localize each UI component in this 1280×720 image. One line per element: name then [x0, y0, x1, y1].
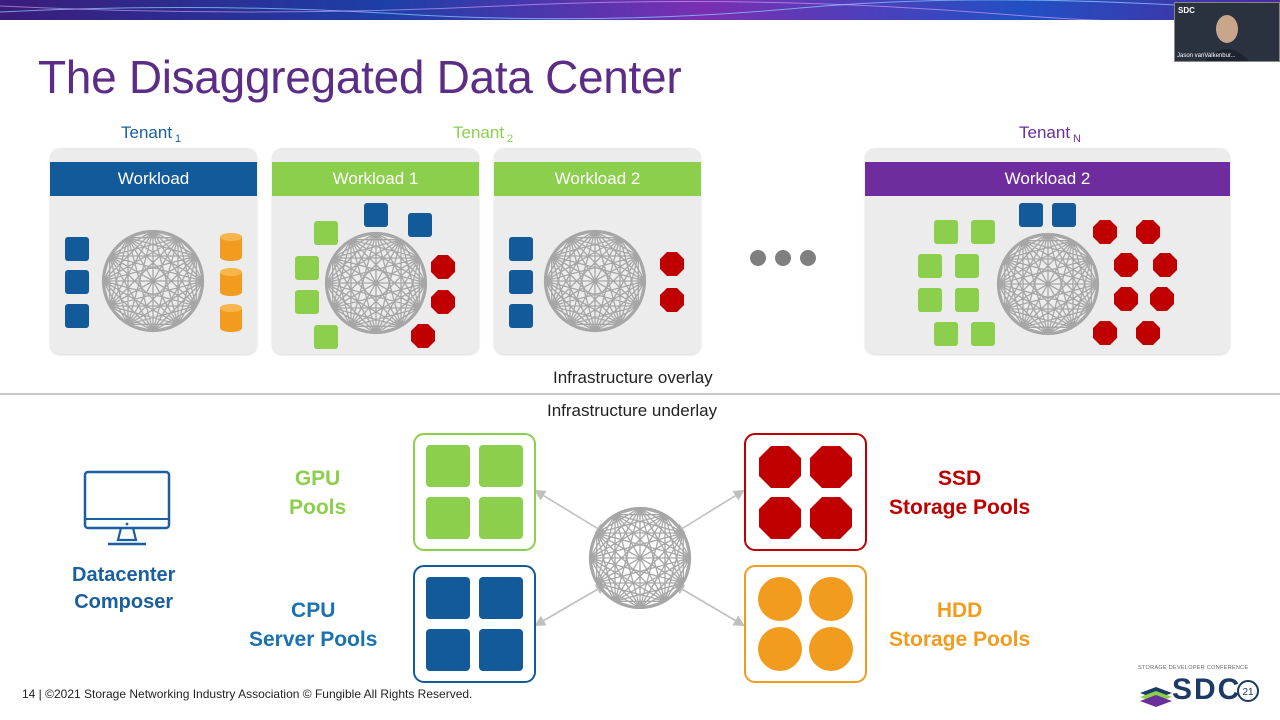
cpu-block-icon — [65, 270, 89, 294]
webcam-name: Jason vanValkenbur... — [1177, 53, 1236, 59]
gpu-block-icon — [918, 288, 942, 312]
network-mesh-icon — [543, 229, 647, 333]
workload-graphic — [295, 203, 455, 349]
workload-graphic — [65, 229, 242, 333]
top-banner — [0, 0, 1280, 20]
workload-card-tenant-n: Workload 2 — [865, 148, 1230, 354]
link-arrow — [534, 583, 607, 627]
ssd-pool-box — [744, 433, 867, 551]
presenter-webcam: SDC Jason vanValkenbur... — [1174, 2, 1280, 62]
svg-text:21: 21 — [1242, 687, 1254, 698]
webcam-sdc-logo: SDC — [1178, 6, 1195, 15]
ssd-octagon-icon — [1114, 287, 1138, 311]
ssd-octagon-icon — [1093, 220, 1117, 244]
presenter-silhouette — [1205, 15, 1249, 61]
gpu-block-icon — [314, 325, 338, 349]
sdc-layers-icon — [1140, 687, 1172, 707]
cpu-block-icon — [509, 237, 533, 261]
cpu-block-icon — [408, 213, 432, 237]
cpu-pool-box — [413, 565, 536, 683]
cpu-block-icon — [1052, 203, 1076, 227]
cpu-block-icon — [1019, 203, 1043, 227]
ssd-octagon-icon — [411, 324, 435, 348]
gpu-block-icon — [295, 256, 319, 280]
underlay-diagram — [413, 433, 867, 683]
ssd-octagon-icon — [660, 252, 684, 276]
ssd-octagon-icon — [1114, 253, 1138, 277]
gpu-block-icon — [955, 288, 979, 312]
workload-graphic — [509, 229, 684, 333]
workload-header: Workload 2 — [494, 162, 701, 196]
network-mesh-icon — [324, 231, 428, 335]
gpu-block-icon — [934, 322, 958, 346]
gpu-block-icon — [314, 221, 338, 245]
workload-header: Workload — [50, 162, 257, 196]
slide-footer: 14 | ©2021 Storage Networking Industry A… — [22, 687, 473, 701]
hdd-cylinder-icon — [220, 304, 242, 332]
link-arrow — [673, 583, 745, 627]
workload-header: Workload 2 — [865, 162, 1230, 196]
hdd-pool-box — [744, 565, 867, 683]
ssd-octagon-icon — [431, 290, 455, 314]
link-arrow — [673, 489, 745, 535]
sdc-year-badge: 21 — [1237, 680, 1259, 702]
ssd-octagon-icon — [1136, 321, 1160, 345]
slide-title: The Disaggregated Data Center — [38, 51, 682, 103]
hdd-cylinder-icon — [220, 233, 242, 261]
cpu-block-icon — [509, 304, 533, 328]
gpu-block-icon — [918, 254, 942, 278]
sdc-wordmark: SDC — [1172, 673, 1242, 706]
gpu-block-icon — [971, 220, 995, 244]
network-mesh-icon — [101, 229, 205, 333]
ssd-octagon-icon — [1136, 220, 1160, 244]
cpu-block-icon — [65, 237, 89, 261]
workload-card-tenant-2-w2: Workload 2 — [494, 148, 701, 354]
workload-card-tenant-2-w1: Workload 1 — [272, 148, 479, 354]
cpu-block-icon — [509, 270, 533, 294]
cpu-block-icon — [65, 304, 89, 328]
ssd-octagon-icon — [660, 288, 684, 312]
gpu-pool-box — [413, 433, 536, 551]
layer-divider — [0, 393, 1280, 395]
cpu-block-icon — [364, 203, 388, 227]
ssd-octagon-icon — [1150, 287, 1174, 311]
sdc-logo: STORAGE DEVELOPER CONFERENCE SDC 21 — [1136, 665, 1260, 707]
network-mesh-icon — [588, 506, 692, 610]
gpu-block-icon — [955, 254, 979, 278]
workload-graphic — [918, 203, 1177, 346]
link-arrow — [534, 489, 607, 535]
ssd-octagon-icon — [1093, 321, 1117, 345]
hdd-cylinder-icon — [220, 268, 242, 296]
monitor-icon — [83, 470, 171, 546]
ellipsis-icon — [750, 250, 816, 266]
sdc-tagline: STORAGE DEVELOPER CONFERENCE — [1138, 665, 1249, 671]
infrastructure-underlay-label: Infrastructure underlay — [547, 401, 718, 420]
workload-header: Workload 1 — [272, 162, 479, 196]
infrastructure-overlay-label: Infrastructure overlay — [553, 368, 713, 387]
gpu-block-icon — [934, 220, 958, 244]
ssd-octagon-icon — [1153, 253, 1177, 277]
gpu-block-icon — [295, 290, 319, 314]
workload-card-tenant-1: Workload — [50, 148, 257, 354]
gpu-block-icon — [971, 322, 995, 346]
ssd-octagon-icon — [431, 255, 455, 279]
network-mesh-icon — [996, 232, 1100, 336]
